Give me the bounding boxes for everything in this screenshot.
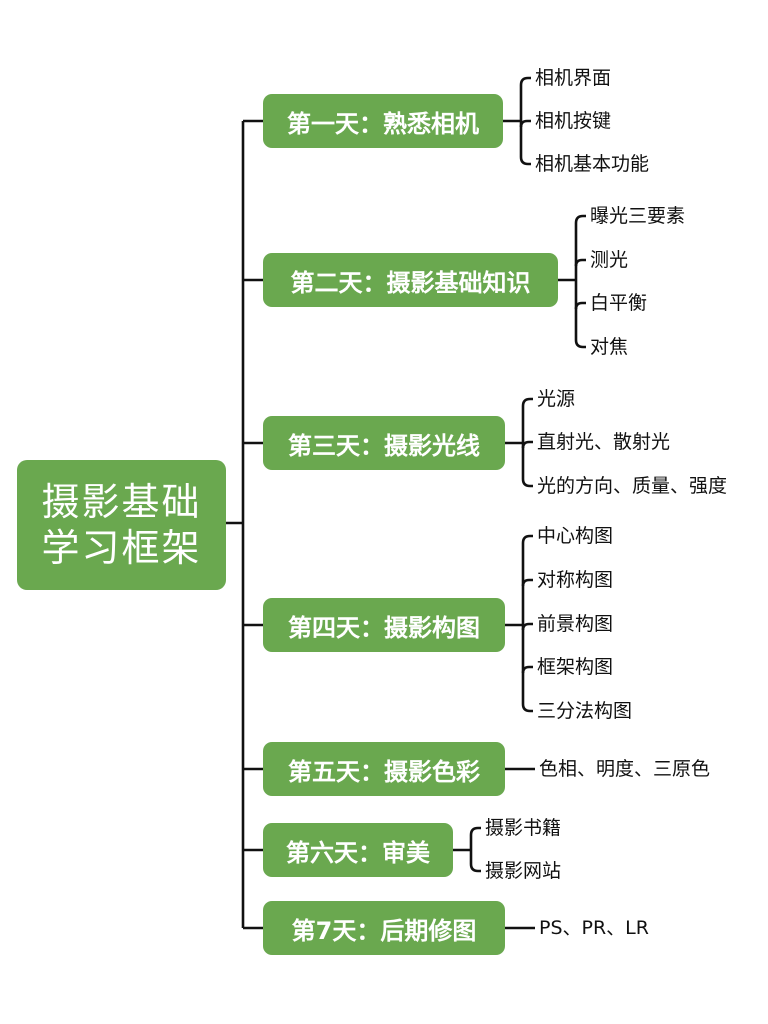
- child-item: 白平衡: [590, 292, 648, 314]
- child-item: 摄影网站: [485, 860, 562, 882]
- child-bracket: [469, 826, 481, 873]
- child-item: 光的方向、质量、强度: [537, 475, 728, 497]
- child-item: 色相、明度、三原色: [539, 758, 711, 780]
- child-item: 摄影书籍: [485, 817, 562, 839]
- child-item: PS、PR、LR: [539, 917, 649, 939]
- root-title-line-2: 学习框架: [41, 526, 202, 570]
- child-item: 相机基本功能: [535, 153, 650, 175]
- child-bracket-tick: [519, 119, 531, 128]
- child-item: 三分法构图: [537, 700, 633, 722]
- child-item: 前景构图: [537, 613, 614, 635]
- child-item: 直射光、散射光: [537, 431, 671, 453]
- child-bracket: [519, 76, 531, 166]
- child-item: 对焦: [590, 336, 629, 358]
- child-item: 光源: [537, 388, 576, 410]
- child-bracket: [521, 397, 533, 488]
- child-bracket: [574, 214, 586, 349]
- child-item: 相机界面: [535, 67, 612, 89]
- child-bracket: [521, 534, 533, 713]
- day-node: 第一天：熟悉相机: [263, 94, 503, 148]
- child-bracket-tick: [574, 301, 586, 310]
- child-bracket-tick: [521, 665, 533, 674]
- day-node: 第二天：摄影基础知识: [263, 253, 558, 307]
- root-title-line-1: 摄影基础: [41, 480, 202, 524]
- day-node: 第六天：审美: [263, 823, 453, 877]
- child-item: 中心构图: [537, 525, 614, 547]
- day-node: 第四天：摄影构图: [263, 598, 505, 652]
- day-node: 第五天：摄影色彩: [263, 742, 505, 796]
- child-bracket-tick: [574, 258, 586, 267]
- root-node: 摄影基础 学习框架: [17, 460, 226, 590]
- child-item: 测光: [590, 249, 629, 271]
- child-item: 对称构图: [537, 569, 614, 591]
- child-bracket-tick: [521, 622, 533, 631]
- child-bracket-tick: [521, 440, 533, 449]
- child-item: 相机按键: [535, 110, 612, 132]
- day-node: 第三天：摄影光线: [263, 416, 505, 470]
- child-bracket-tick: [521, 578, 533, 587]
- day-node: 第7天：后期修图: [263, 901, 505, 955]
- child-item: 曝光三要素: [590, 205, 686, 227]
- child-item: 框架构图: [537, 656, 614, 678]
